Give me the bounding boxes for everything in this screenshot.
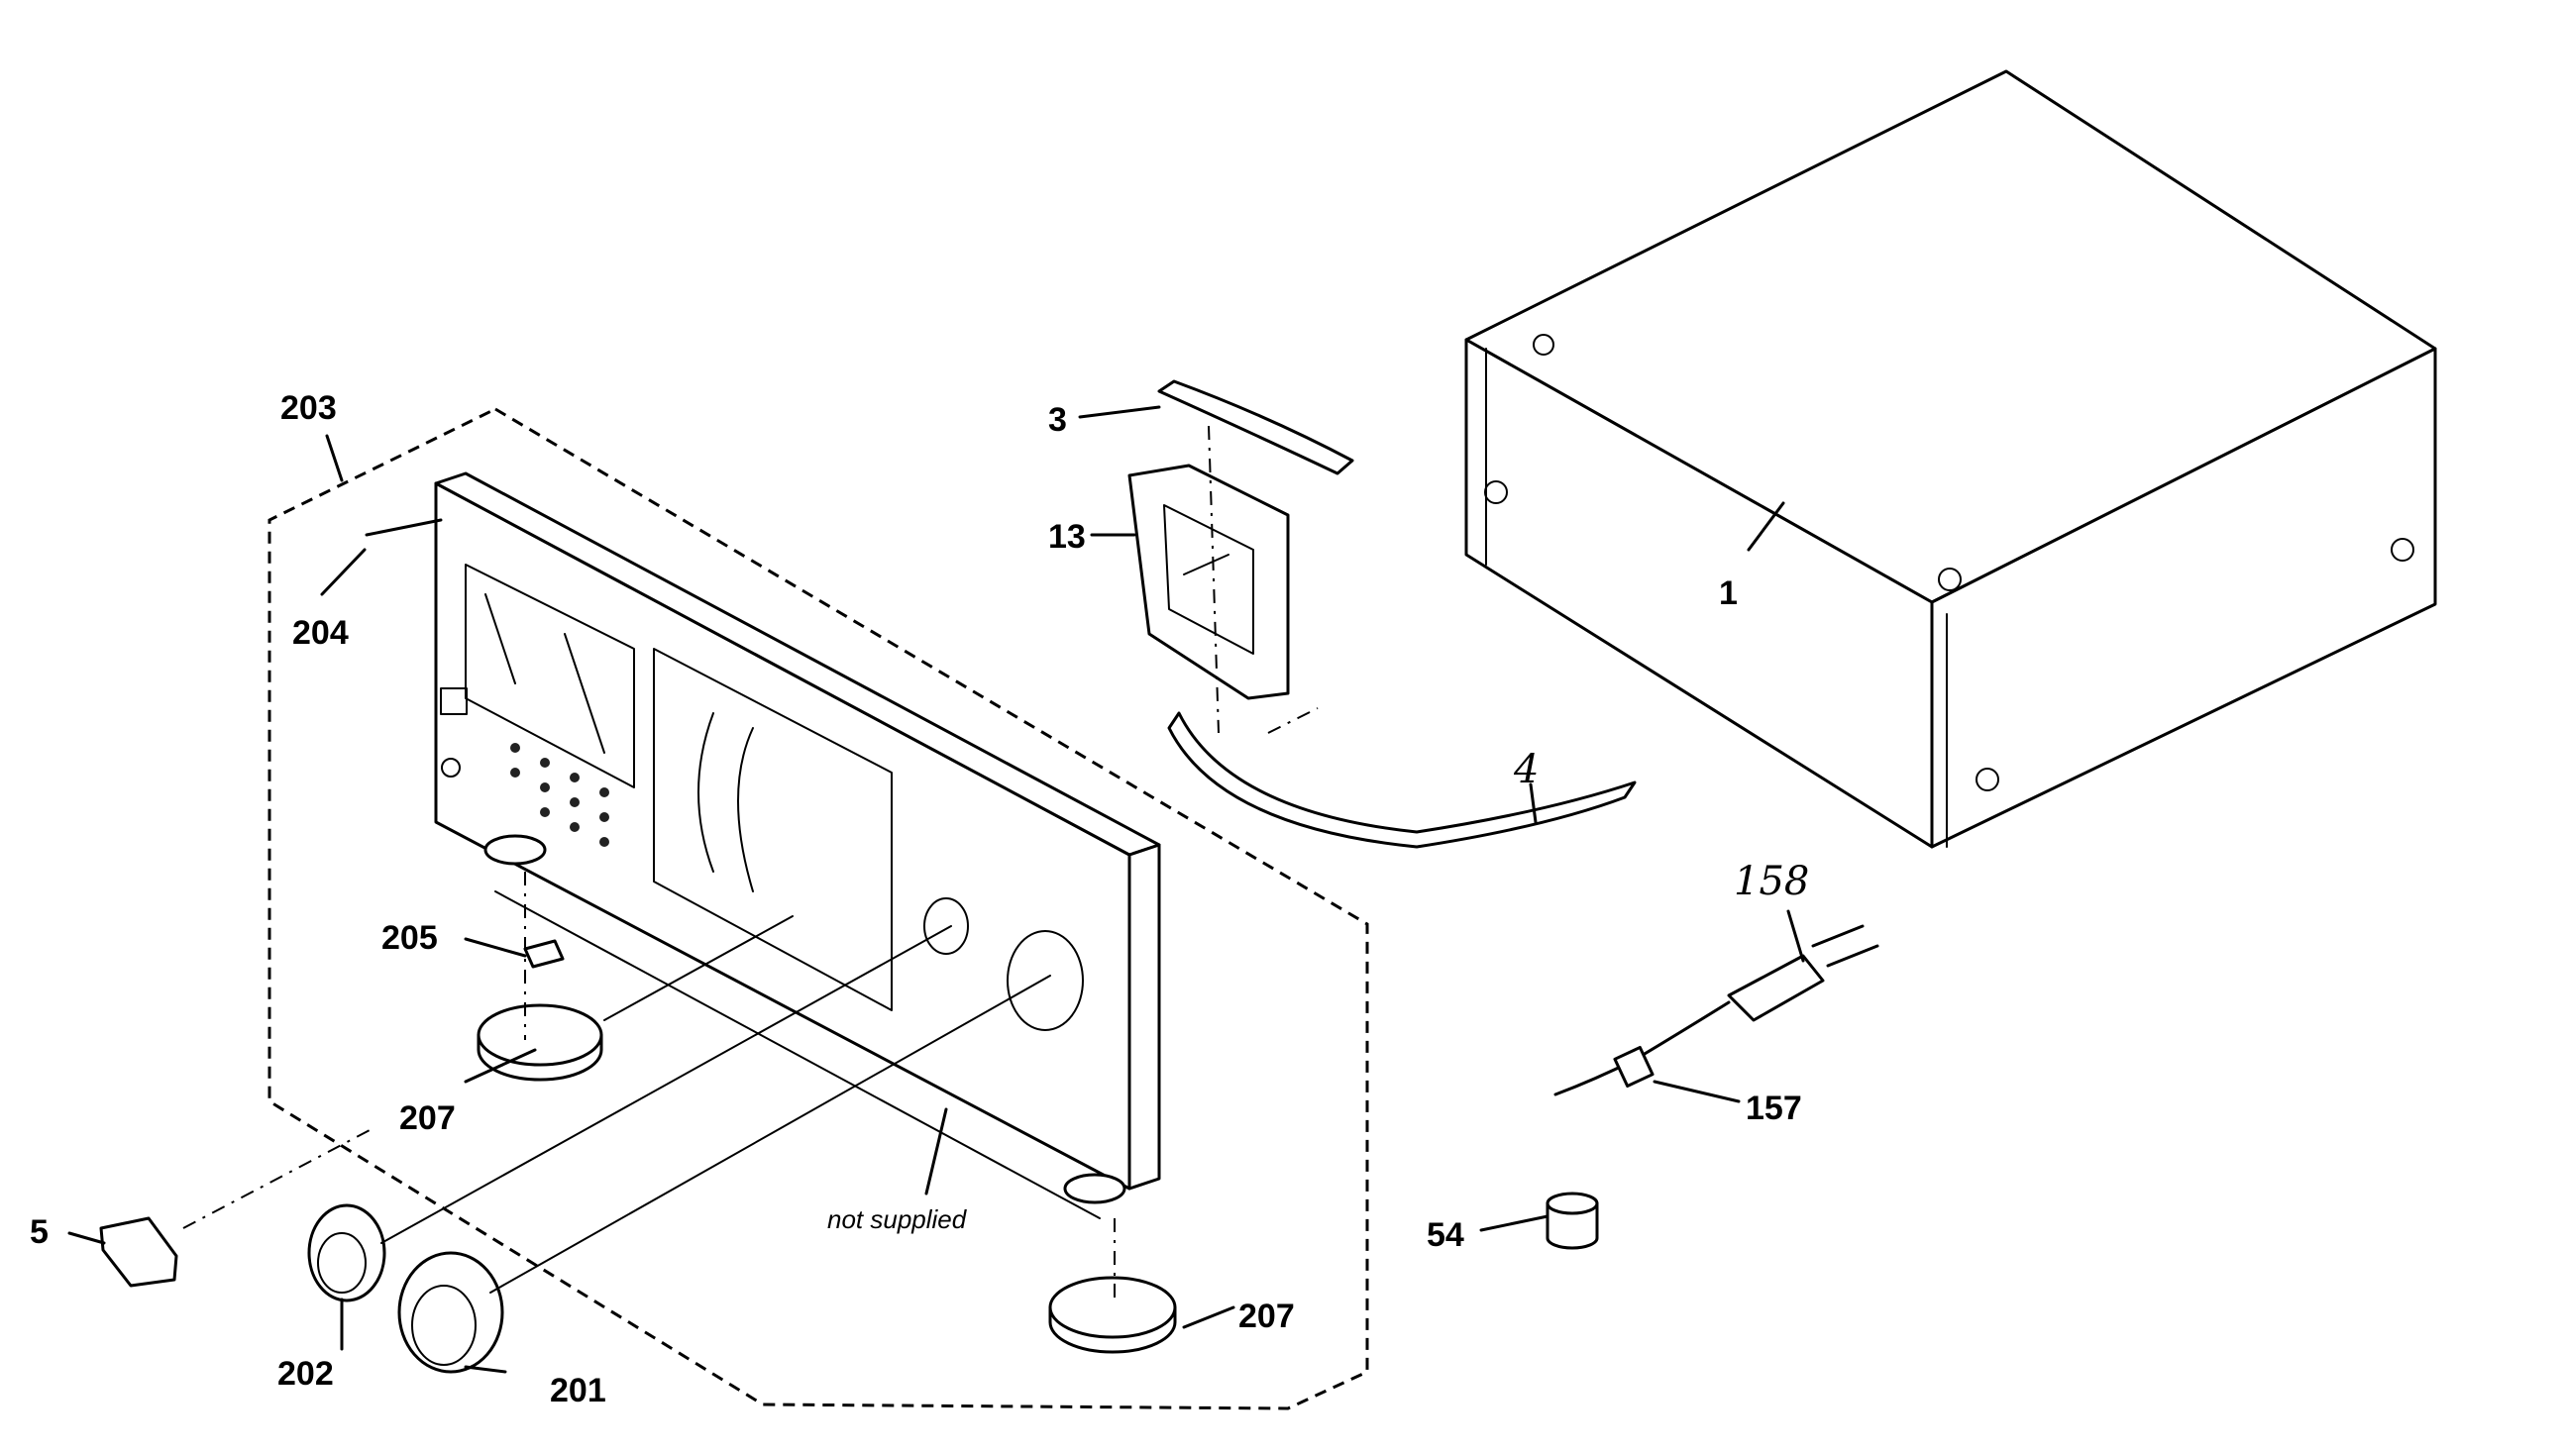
part-3: [1157, 379, 1354, 475]
label-1: 1: [1719, 574, 1738, 612]
label-202: 202: [277, 1355, 334, 1393]
label-205: 205: [381, 919, 438, 957]
power-cord: [1553, 924, 1879, 1096]
leader-lines: [67, 405, 1805, 1374]
label-3: 3: [1048, 401, 1067, 439]
part-205: [523, 939, 565, 969]
label-207-right: 207: [1238, 1298, 1295, 1335]
label-203: 203: [280, 389, 337, 427]
keypad: [510, 743, 609, 847]
label-54: 54: [1427, 1216, 1464, 1254]
projection-lines: [182, 425, 1319, 1298]
part-201-knob: [397, 1251, 504, 1374]
label-4: 4: [1513, 747, 1539, 792]
part-13: [1127, 464, 1290, 700]
front-panel: [434, 471, 1161, 1204]
label-158: 158: [1734, 859, 1809, 904]
part-4: [1167, 711, 1637, 849]
assembly-203-boundary: [267, 407, 1369, 1410]
cabinet-part-1: [1464, 69, 2437, 849]
label-157: 157: [1746, 1090, 1802, 1127]
label-207-left: 207: [399, 1099, 456, 1137]
part-207-ring-left: [477, 1003, 603, 1082]
label-204: 204: [292, 614, 349, 652]
label-201: 201: [550, 1372, 606, 1409]
part-54: [1546, 1192, 1599, 1250]
label-13: 13: [1048, 518, 1086, 556]
label-5: 5: [30, 1213, 49, 1251]
not-supplied-note: not supplied: [827, 1204, 968, 1234]
part-207-ring-right: [1048, 1276, 1177, 1354]
part-202-knob: [307, 1203, 386, 1302]
part-5: [99, 1216, 178, 1288]
